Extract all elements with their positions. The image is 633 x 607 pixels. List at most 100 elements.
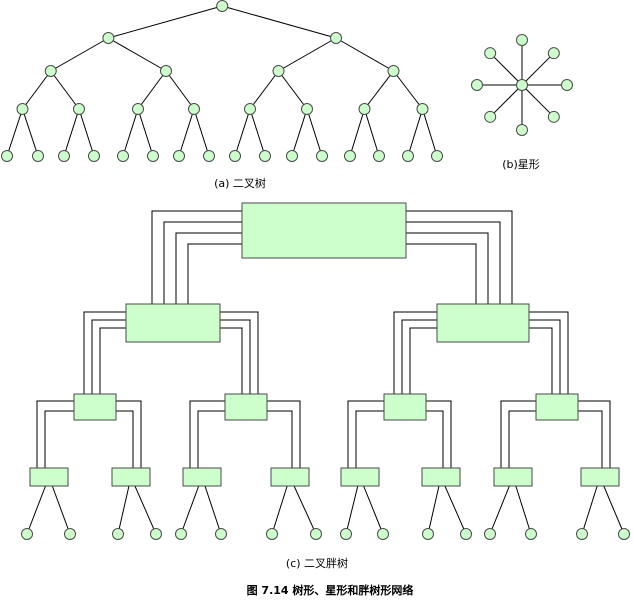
fat-tree-leaf-node (377, 528, 389, 540)
fat-tree-level3-switch (29, 467, 69, 487)
fat-link-l2-l3 (578, 400, 611, 468)
tree-leaf-node (1, 150, 13, 162)
star-spoke-node (547, 110, 560, 123)
fat-link-l2-l3 (36, 400, 74, 468)
fat-link-l2-l3 (267, 400, 301, 468)
star-hub-node (516, 79, 528, 91)
fat-tree-leaf-node (618, 528, 630, 540)
star-spoke-node (516, 124, 528, 136)
fat-link-top-right (406, 221, 501, 304)
tree-leaf-node (88, 150, 100, 162)
tree-edge (278, 37, 337, 72)
tree-leaf-node (173, 150, 185, 162)
fat-link-l2-l3 (116, 410, 134, 468)
fat-tree-root-switch (241, 202, 407, 259)
fat-tree-level2-switch (535, 393, 579, 421)
fat-tree-leaf-node (422, 528, 434, 540)
fat-link-top-right (406, 243, 477, 304)
tree-node (132, 103, 144, 115)
tree-edge (249, 108, 266, 157)
tree-edge (178, 108, 195, 157)
tree-leaf-node (58, 150, 70, 162)
tree-edge (249, 70, 279, 110)
tree-edge (364, 108, 380, 157)
tree-edge (364, 70, 394, 110)
tree-edge (50, 70, 80, 110)
tree-edge (291, 108, 308, 157)
fat-tree-level3-switch (493, 467, 533, 487)
fat-link-l1-l2 (409, 327, 437, 394)
tree-node (102, 32, 115, 44)
star-edge (521, 52, 555, 86)
fat-link-l1-l2 (529, 319, 578, 403)
tree-node (416, 103, 429, 115)
tree-node (358, 103, 371, 115)
caption-binary-tree: (a) 二叉树 (214, 176, 266, 190)
tree-node (330, 32, 342, 44)
tree-edge (6, 108, 23, 157)
tree-edge (137, 70, 167, 110)
star-spoke-node (484, 47, 497, 60)
nodes-layer (1, 0, 630, 540)
fat-tree-leaf-node (460, 528, 472, 540)
fat-link-l1-l2 (393, 311, 437, 394)
tree-leaf-node (259, 150, 271, 162)
fat-tree-leaf-node (150, 528, 162, 540)
tree-leaf-node (203, 150, 215, 162)
tree-leaf-node (344, 150, 356, 162)
fat-link-l2-l3 (355, 410, 384, 468)
fat-link-top-left (163, 221, 242, 304)
tree-edge (393, 70, 423, 110)
fat-tree-leaf-node (112, 528, 124, 540)
edges-layer (6, 5, 625, 535)
tree-edge (335, 37, 394, 72)
tree-edge (222, 5, 337, 39)
tree-leaf-node (286, 150, 298, 162)
tree-edge (422, 108, 438, 157)
tree-edge (234, 108, 251, 157)
star-spoke-node (561, 79, 573, 91)
fat-link-top-right (406, 210, 513, 304)
tree-edge (349, 108, 365, 157)
fat-tree-level3-switch (340, 467, 380, 487)
tree-node (216, 0, 229, 12)
fat-link-l1-l2 (529, 311, 578, 397)
fat-tree-leaf-node (21, 528, 33, 540)
fat-link-l1-l2 (99, 327, 126, 394)
fat-link-top-left (187, 243, 242, 304)
fat-link-l2-l3 (426, 410, 444, 468)
fat-link-l2-l3 (197, 410, 225, 468)
tree-edge (306, 108, 323, 157)
tree-edge (78, 108, 95, 157)
fat-tree-leaf-node (64, 528, 76, 540)
star-edge (489, 52, 523, 86)
fat-link-l2-l3 (347, 400, 384, 468)
tree-node (73, 103, 85, 115)
fat-link-l1-l2 (401, 319, 437, 394)
caption-fat-tree: (c) 二叉胖树 (286, 556, 348, 570)
tree-edge (407, 108, 423, 157)
tree-edge (108, 37, 167, 72)
caption-star: (b)星形 (502, 158, 540, 171)
tree-node (244, 103, 256, 115)
fat-tree-level3-switch (182, 467, 222, 487)
fat-link-l2-l3 (500, 400, 536, 468)
fat-link-l2-l3 (116, 400, 142, 468)
fat-link-top-left (151, 210, 242, 304)
fat-link-l1-l2 (220, 311, 267, 397)
tree-node (160, 65, 172, 77)
tree-node (16, 103, 29, 115)
fat-link-l2-l3 (426, 400, 452, 468)
tree-leaf-node (316, 150, 328, 162)
tree-edge (50, 37, 109, 72)
star-spoke-node (547, 47, 560, 60)
tree-edge (22, 70, 52, 110)
star-spoke-node (516, 34, 528, 46)
tree-leaf-node (117, 150, 129, 162)
fat-link-top-left (175, 232, 242, 304)
fat-tree-leaf-node (215, 528, 227, 540)
fat-tree-level1-switch (125, 303, 221, 343)
fat-link-l2-l3 (267, 410, 293, 468)
